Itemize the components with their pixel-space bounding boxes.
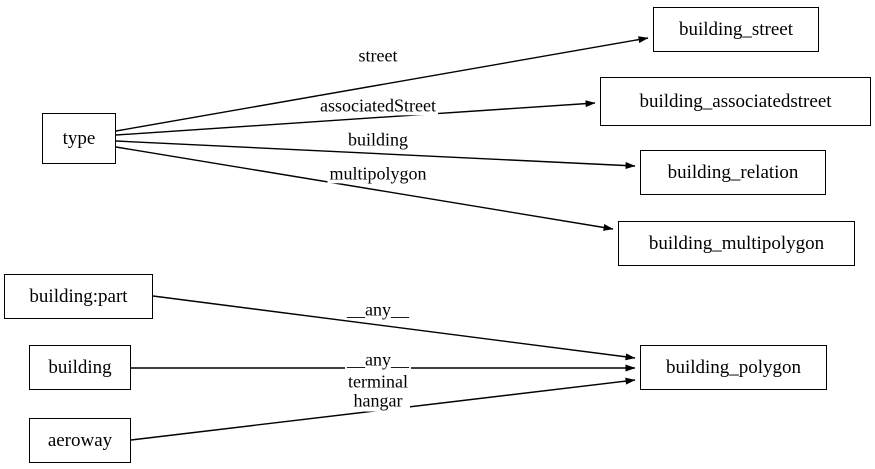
node-label: building_associatedstreet [639,91,832,112]
edge-building_part-to-building_polygon [152,295,636,361]
edge-type-to-building_multipolygon [115,146,614,231]
node-label: building_relation [667,162,799,183]
node-label: building:part [29,286,128,307]
node-label: building_multipolygon [648,233,825,254]
edge-label-e7: terminal hangar [346,371,410,412]
node-label: type [62,128,96,149]
node-label: building_polygon [665,357,802,378]
node-building[interactable]: building [29,345,131,390]
node-building_relation[interactable]: building_relation [640,150,826,195]
edge-label-e3: building [345,129,411,150]
node-label: building_street [679,19,793,40]
node-label: aeroway [47,430,113,451]
edge-label-e6: __any__ [345,349,411,370]
edge-label-e1: street [356,45,400,66]
node-building_part[interactable]: building:part [4,274,153,319]
edge-type-to-building_relation [115,140,636,170]
edge-label-e5: __any__ [345,299,411,320]
edge-label-e4: multipolygon [327,163,429,184]
edge-type-to-building_street [115,36,649,132]
node-building_polygon[interactable]: building_polygon [640,345,827,390]
node-type[interactable]: type [42,113,116,164]
node-building_associatedstreet[interactable]: building_associatedstreet [600,77,871,126]
edge-label-e2: associatedStreet [318,95,438,116]
node-building_multipolygon[interactable]: building_multipolygon [618,221,855,266]
node-aeroway[interactable]: aeroway [29,418,131,463]
edge-type-to-building_associatedstreet [115,100,596,136]
node-label: building [48,357,112,378]
node-building_street[interactable]: building_street [653,7,819,52]
